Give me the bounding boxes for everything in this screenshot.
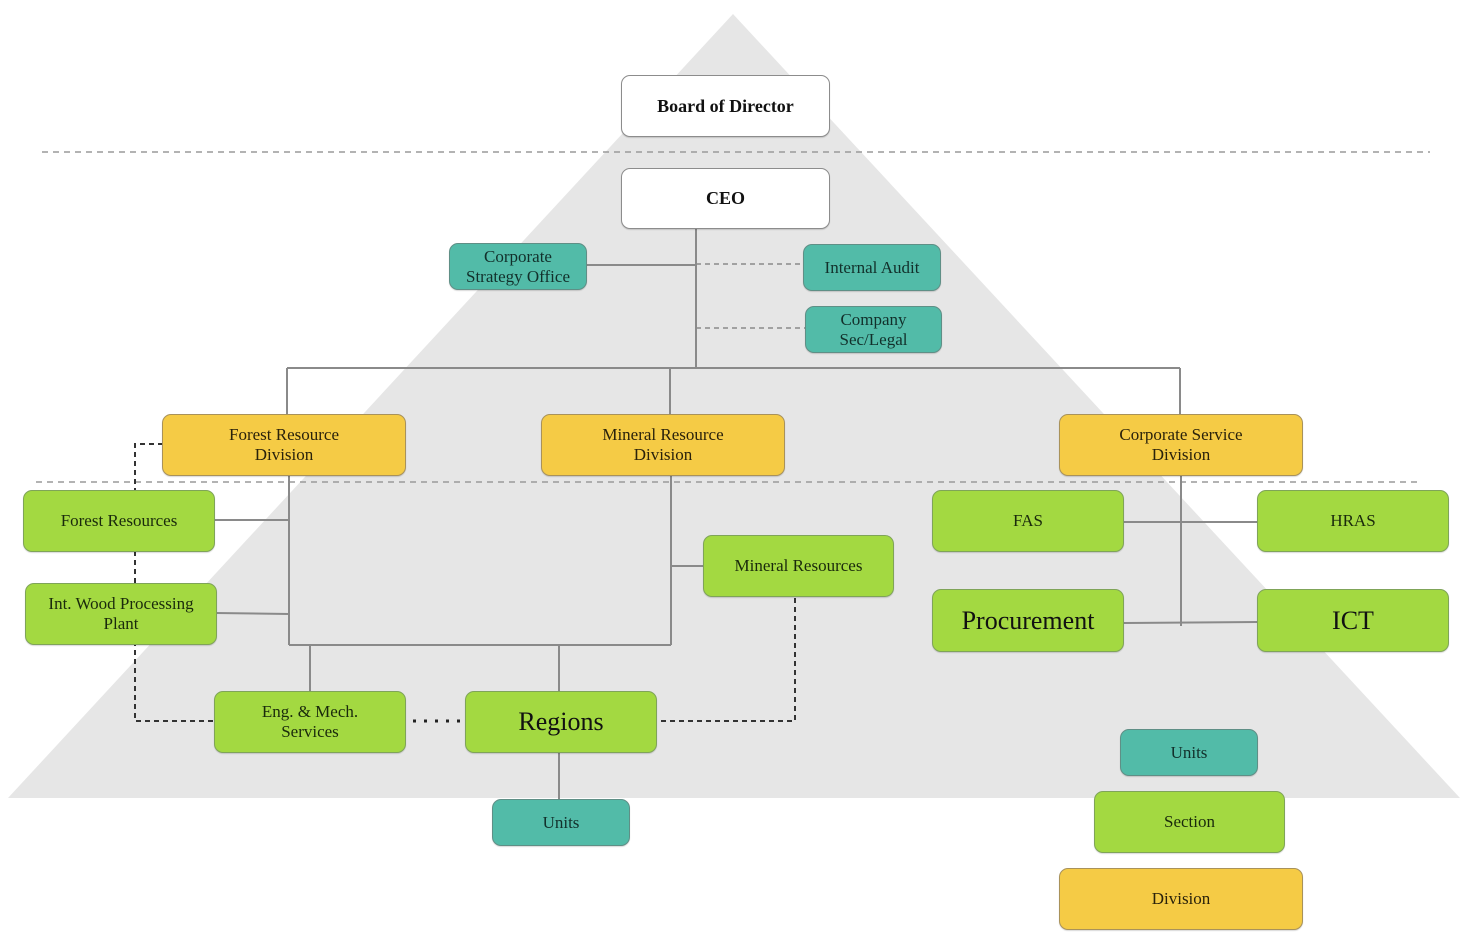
node-mineral-resource-division: Mineral Resource Division	[541, 414, 785, 476]
node-eng-mech-services: Eng. & Mech. Services	[214, 691, 406, 753]
node-ict: ICT	[1257, 589, 1449, 652]
dotted-link-mineral-regions	[656, 598, 796, 722]
node-regions: Regions	[465, 691, 657, 753]
node-mineral-resources: Mineral Resources	[703, 535, 894, 597]
node-hras: HRAS	[1257, 490, 1449, 552]
node-wood-processing-plant: Int. Wood Processing Plant	[25, 583, 217, 645]
node-company-sec-legal: Company Sec/Legal	[805, 306, 942, 353]
node-fas: FAS	[932, 490, 1124, 552]
dotted-link-forest-eng	[134, 443, 214, 722]
legend-item-units: Units	[1120, 729, 1258, 776]
node-internal-audit: Internal Audit	[803, 244, 941, 291]
node-forest-resource-division: Forest Resource Division	[162, 414, 406, 476]
legend-item-division: Division	[1059, 868, 1303, 930]
node-corporate-service-division: Corporate Service Division	[1059, 414, 1303, 476]
connector-procurement-ict	[1123, 621, 1259, 624]
node-units: Units	[492, 799, 630, 846]
node-ceo: CEO	[621, 168, 830, 229]
node-corporate-strategy-office: Corporate Strategy Office	[449, 243, 587, 290]
node-procurement: Procurement	[932, 589, 1124, 652]
node-forest-resources: Forest Resources	[23, 490, 215, 552]
legend-item-section: Section	[1094, 791, 1285, 853]
node-board-of-director: Board of Director	[621, 75, 830, 137]
connector-wood-plant	[215, 612, 290, 615]
